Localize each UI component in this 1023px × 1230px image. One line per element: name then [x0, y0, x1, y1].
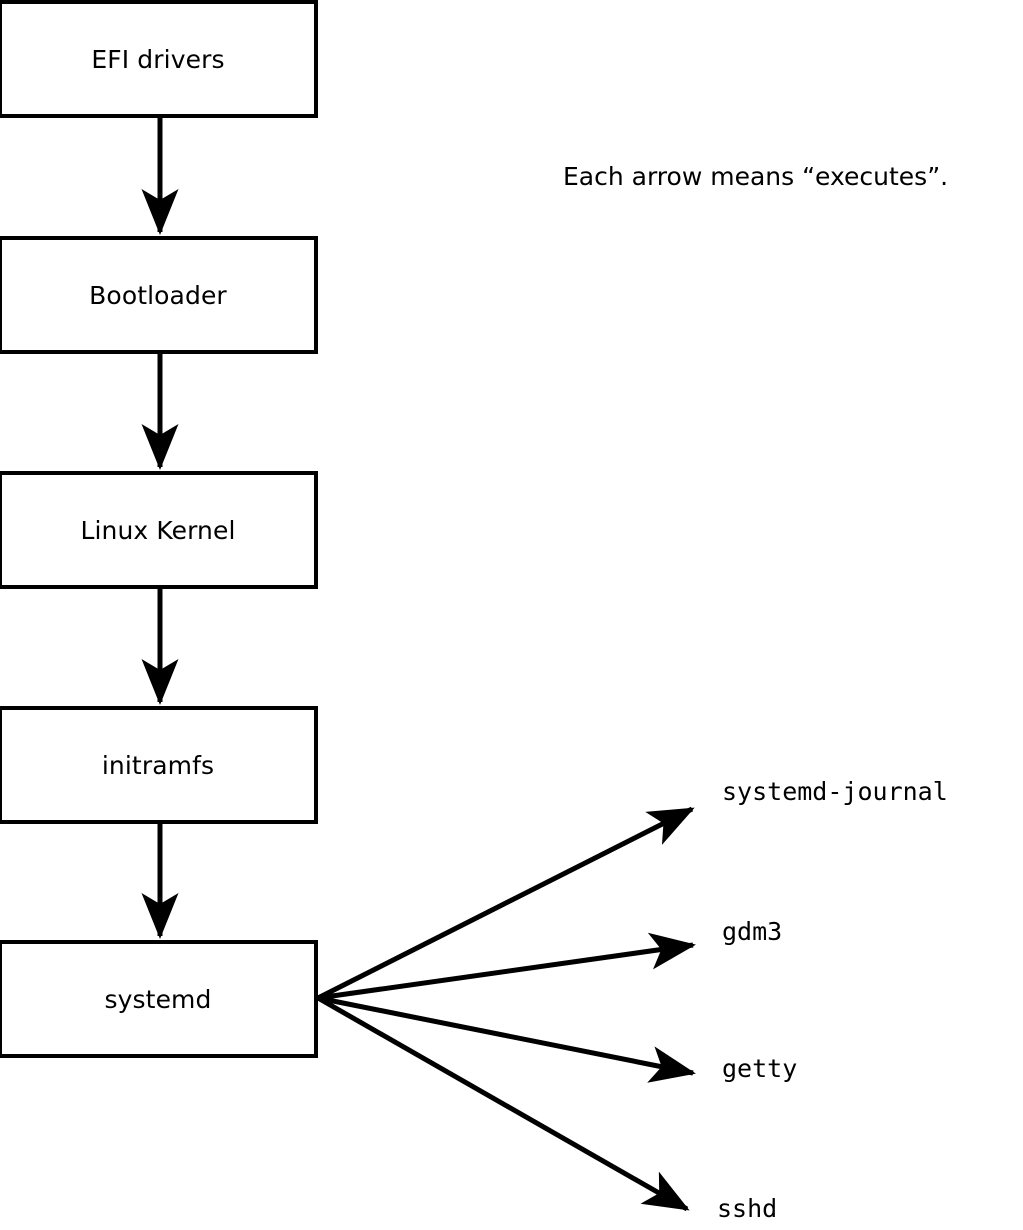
fanout-arrow-gdm3 — [317, 932, 696, 1001]
stage-box-label-initramfs: initramfs — [101, 750, 215, 780]
service-label-gdm3: gdm3 — [722, 917, 783, 946]
stage-box-systemd: systemd — [0, 940, 318, 1058]
stage-box-label-bootloader: Bootloader — [89, 280, 227, 310]
stage-box-initramfs: initramfs — [0, 706, 318, 824]
service-label-systemd-journal: systemd-journal — [722, 777, 948, 806]
stage-box-linux-kernel: Linux Kernel — [0, 471, 318, 589]
stage-box-label-linux-kernel: Linux Kernel — [80, 515, 236, 545]
stage-box-label-systemd: systemd — [104, 984, 212, 1014]
fanout-arrow-getty — [317, 995, 696, 1083]
fanout-arrow-systemd-journal — [316, 806, 695, 1001]
service-label-getty: getty — [722, 1054, 798, 1083]
annotation-text: Each arrow means “executes”. — [563, 162, 949, 191]
stage-box-efi-drivers: EFI drivers — [0, 0, 318, 118]
stage-box-bootloader: Bootloader — [0, 236, 318, 354]
service-label-sshd: sshd — [717, 1194, 778, 1223]
stage-box-label-efi-drivers: EFI drivers — [91, 44, 225, 74]
fanout-arrow-sshd — [316, 995, 690, 1212]
